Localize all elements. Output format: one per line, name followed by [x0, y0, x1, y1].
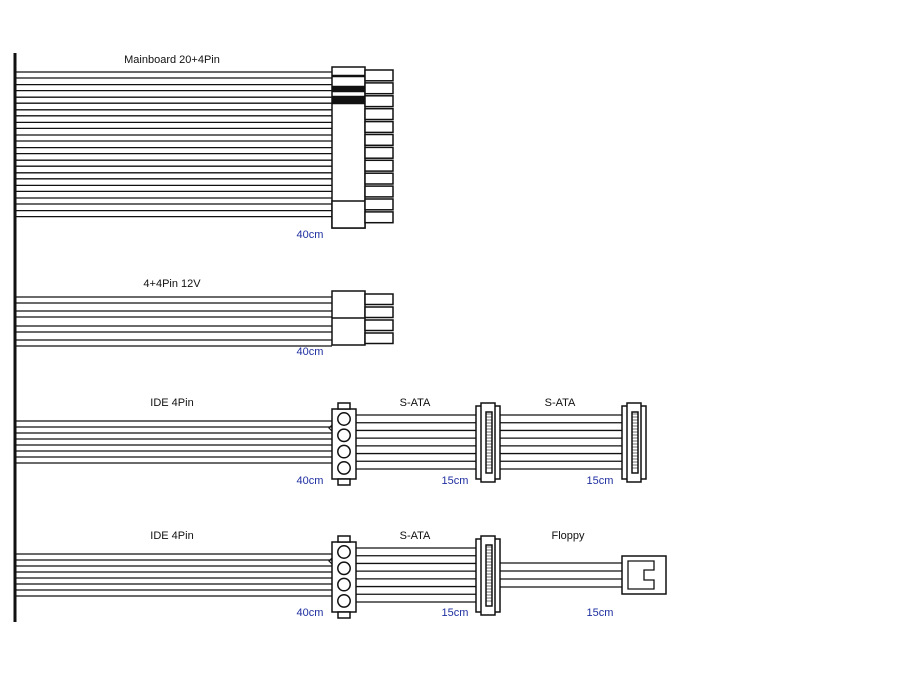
atx-24pin-connector: [331, 66, 394, 229]
eps-pin-tab: [364, 306, 394, 319]
peripheral-b-sata-label: S-ATA: [400, 530, 431, 542]
peripheral-a-sata2-label: S-ATA: [545, 397, 576, 409]
sata-contact-strip: [485, 411, 493, 474]
atx-pin-tab: [364, 159, 394, 172]
molex-pin: [337, 577, 351, 592]
peripheral-b-wires: [15, 547, 622, 603]
atx-key-bar: [331, 85, 366, 93]
atx-pin-tab: [364, 185, 394, 198]
atx-pin-tab: [364, 211, 394, 224]
atx-divider: [331, 74, 366, 78]
cable-peripheral-a: IDE 4Pin S-ATA S-ATA 40cm 15cm 15cm: [15, 397, 647, 487]
atx-latch-section: [331, 200, 366, 229]
cable-cpu-12v: 4+4Pin 12V 40cm: [15, 278, 394, 358]
mainboard-length: 40cm: [297, 229, 324, 241]
floppy-key-outline: [627, 560, 655, 590]
molex-latch: [328, 424, 333, 432]
cable-peripheral-b: IDE 4Pin S-ATA Floppy 40cm 15cm 15cm: [15, 530, 667, 619]
sata-contact-strip: [631, 411, 639, 474]
peripheral-a-length-3: 15cm: [587, 475, 614, 487]
peripheral-b-connectors: [328, 535, 667, 619]
molex-pin: [337, 428, 351, 443]
cpu-12v-wires: [15, 296, 332, 347]
peripheral-a-length-2: 15cm: [442, 475, 469, 487]
peripheral-b-length-1: 40cm: [297, 607, 324, 619]
atx-pin-tab: [364, 172, 394, 185]
peripheral-b-floppy-label: Floppy: [551, 530, 585, 542]
cable-mainboard: Mainboard 20+4Pin 40cm: [15, 54, 394, 241]
peripheral-a-connectors: [328, 402, 647, 486]
atx-pin-tab: [364, 107, 394, 121]
molex-bottom-tab: [337, 611, 351, 619]
eps-pin-tab: [364, 293, 394, 306]
peripheral-a-sata1-label: S-ATA: [400, 397, 431, 409]
atx-key-bar: [331, 95, 366, 105]
atx-pin-tab: [364, 146, 394, 159]
molex-bottom-tab: [337, 478, 351, 486]
sata-contact-strip: [485, 544, 493, 607]
molex-pin: [337, 460, 351, 475]
peripheral-a-wires: [15, 414, 624, 470]
atx-pin-tab: [364, 69, 394, 82]
molex-top-tab: [337, 402, 351, 410]
molex-pin: [337, 545, 351, 559]
peripheral-b-molex-label: IDE 4Pin: [150, 530, 193, 542]
peripheral-a-length-1: 40cm: [297, 475, 324, 487]
molex-pin: [337, 561, 351, 576]
eps-pin-tab: [364, 332, 394, 345]
molex-pin: [337, 412, 351, 426]
cpu-12v-length: 40cm: [297, 346, 324, 358]
atx-pin-tab: [364, 120, 394, 134]
mainboard-label: Mainboard 20+4Pin: [124, 54, 220, 66]
atx-pin-tab: [364, 95, 394, 108]
peripheral-a-molex-label: IDE 4Pin: [150, 397, 193, 409]
atx-pin-tab: [364, 198, 394, 211]
mainboard-wires: [15, 71, 332, 218]
atx-pin-tab: [364, 133, 394, 147]
molex-top-tab: [337, 535, 351, 543]
peripheral-b-length-2: 15cm: [442, 607, 469, 619]
molex-latch: [328, 557, 333, 565]
molex-pin: [337, 444, 351, 459]
cpu-12v-label: 4+4Pin 12V: [143, 278, 201, 290]
atx-pin-tab: [364, 82, 394, 95]
eps-8pin-connector: [331, 290, 394, 346]
molex-pin: [337, 593, 351, 608]
eps-pin-tab: [364, 319, 394, 332]
peripheral-b-length-3: 15cm: [587, 607, 614, 619]
